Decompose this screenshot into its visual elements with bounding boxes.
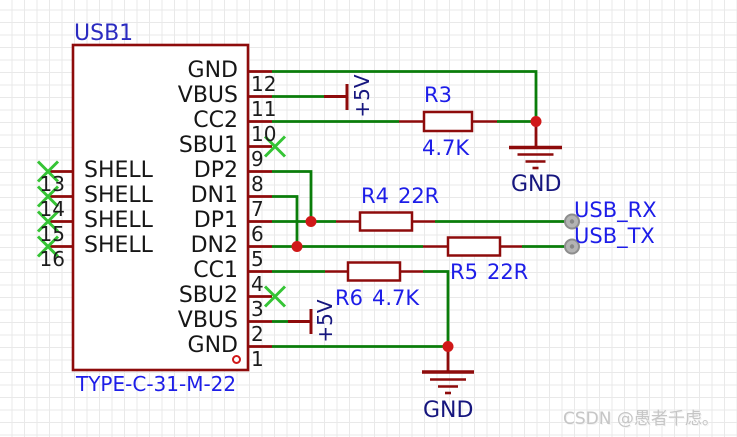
- wires[interactable]: [272, 70, 565, 348]
- no-connect-x-sbu1[interactable]: [263, 135, 287, 158]
- no-connect-x-shell15[interactable]: [36, 210, 60, 233]
- pin-num-10: 10: [251, 122, 277, 146]
- pin-name-1: GND: [187, 333, 238, 358]
- resistor-r4-ref[interactable]: R4: [361, 184, 389, 208]
- resistor-r4[interactable]: [336, 211, 435, 232]
- resistor-r3-value[interactable]: 4.7K: [422, 136, 470, 160]
- resistors: [325, 110, 522, 282]
- gnd-symbols: [422, 121, 562, 395]
- right-pin-stubs[interactable]: [247, 70, 272, 348]
- junction-dot: [291, 241, 303, 252]
- wire-r6-gnd[interactable]: [423, 270, 450, 347]
- resistor-r5[interactable]: [423, 236, 522, 257]
- pin-name-5: DN2: [190, 233, 238, 258]
- no-connect-x-shell16[interactable]: [36, 235, 60, 258]
- power-flag-5v-bottom[interactable]: [288, 309, 313, 334]
- pin-num-16: 16: [39, 247, 65, 271]
- pin-num-1: 1: [251, 347, 264, 371]
- no-connect-x-shell14[interactable]: [36, 185, 60, 208]
- pin-name-3: SBU2: [178, 283, 238, 308]
- resistor-r5-ref[interactable]: R5: [450, 260, 478, 284]
- pin-num-4: 4: [251, 272, 264, 296]
- pin-name-15: SHELL: [84, 208, 153, 233]
- resistor-r5-label[interactable]: R5 22R: [450, 260, 528, 284]
- gnd-symbol-bottom[interactable]: [422, 346, 474, 395]
- net-port-usb-rx[interactable]: [564, 213, 580, 230]
- net-label-usb-rx[interactable]: USB_RX: [574, 198, 657, 222]
- resistor-r6-label[interactable]: R6 4.7K: [335, 286, 419, 310]
- resistor-r3-ref[interactable]: R3: [424, 83, 452, 107]
- pin-name-13: SHELL: [84, 158, 153, 183]
- resistor-r5-value[interactable]: 22R: [486, 260, 529, 284]
- pin-name-2: VBUS: [177, 308, 238, 333]
- resistor-r6-body[interactable]: [346, 261, 402, 282]
- pin-num-3: 3: [251, 297, 264, 321]
- gnd-label-top[interactable]: GND: [511, 172, 562, 197]
- pin1-marker-dot: [232, 355, 241, 364]
- net-label-usb-tx[interactable]: USB_TX: [574, 224, 655, 248]
- watermark-text: CSDN @愚者千虑。: [563, 409, 719, 429]
- junction-dot: [442, 341, 454, 352]
- pin-num-9: 9: [251, 147, 264, 171]
- resistor-r6[interactable]: [325, 261, 423, 282]
- left-pin-stubs[interactable]: [48, 170, 73, 248]
- resistor-r6-value[interactable]: 4.7K: [371, 286, 420, 310]
- pin-num-12: 12: [251, 72, 277, 96]
- component-part-name[interactable]: TYPE-C-31-M-22: [76, 372, 237, 396]
- wire-dn1[interactable]: [272, 195, 299, 247]
- pin-name-9: SBU1: [178, 133, 238, 158]
- pin-num-14: 14: [39, 197, 65, 221]
- pin-num-7: 7: [251, 197, 264, 221]
- pin-num-5: 5: [251, 247, 264, 271]
- pin-name-10: CC2: [193, 108, 238, 133]
- resistor-r4-value[interactable]: 22R: [397, 184, 440, 208]
- net-ports: [564, 213, 580, 255]
- pin-name-11: VBUS: [177, 83, 238, 108]
- gnd-label-bottom[interactable]: GND: [423, 398, 474, 423]
- resistor-r3[interactable]: [399, 110, 497, 133]
- component-ref[interactable]: USB1: [74, 21, 134, 46]
- resistor-r4-label[interactable]: R4 22R: [361, 184, 439, 208]
- component-body-usb1[interactable]: [71, 43, 250, 372]
- power-flag-5v-top[interactable]: [324, 84, 349, 110]
- pin-name-14: SHELL: [84, 183, 153, 208]
- no-connect-x-shell13[interactable]: [36, 160, 60, 183]
- pin-name-8: DP2: [193, 158, 238, 183]
- pin-name-6: DP1: [193, 208, 238, 233]
- no-connect-flags: [36, 135, 287, 308]
- junction-dot: [305, 216, 317, 227]
- pin-num-2: 2: [251, 322, 264, 346]
- pin-name-12: GND: [187, 58, 238, 83]
- resistor-r3-body[interactable]: [422, 110, 474, 133]
- junction-dots: [291, 116, 542, 352]
- pin-num-11: 11: [251, 97, 277, 121]
- wire-dp2[interactable]: [272, 170, 313, 222]
- net-port-usb-tx[interactable]: [564, 238, 580, 255]
- pin-name-4: CC1: [193, 258, 238, 283]
- resistor-r4-body[interactable]: [358, 211, 414, 232]
- pin-num-15: 15: [39, 222, 65, 246]
- wire-gnd12[interactable]: [272, 70, 538, 122]
- pin-num-8: 8: [251, 172, 264, 196]
- junction-dot: [530, 116, 542, 127]
- pin-num-13: 13: [39, 172, 65, 196]
- power-label-5v-bottom[interactable]: +5V: [313, 299, 337, 343]
- pin-name-16: SHELL: [84, 233, 153, 258]
- pin-num-6: 6: [251, 222, 264, 246]
- pin-name-7: DN1: [190, 183, 238, 208]
- resistor-r5-body[interactable]: [446, 236, 502, 257]
- power-label-5v-top[interactable]: +5V: [350, 74, 374, 118]
- no-connect-x-sbu2[interactable]: [263, 285, 287, 308]
- power-flags: [288, 84, 349, 334]
- resistor-r6-ref[interactable]: R6: [335, 286, 363, 310]
- gnd-symbol-top[interactable]: [509, 121, 562, 170]
